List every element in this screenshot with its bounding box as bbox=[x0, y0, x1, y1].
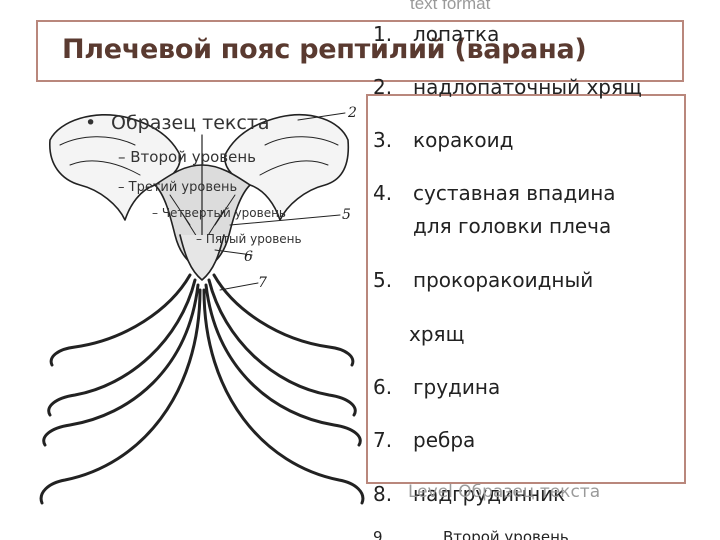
bullet-icon: • bbox=[85, 112, 97, 134]
level5-text: – Пятый уровень bbox=[196, 232, 302, 246]
figure-label: 2 bbox=[347, 105, 357, 121]
level4-text: – Четвертый уровень bbox=[152, 206, 286, 220]
level2-text: – Второй уровень bbox=[118, 148, 256, 166]
shoulder-girdle-figure: 2 5 6 7 bbox=[39, 105, 365, 505]
title-box[interactable] bbox=[36, 20, 684, 82]
text-format-placeholder: text format bbox=[410, 0, 491, 13]
figure-label: 6 bbox=[244, 249, 253, 265]
content-box[interactable] bbox=[366, 94, 686, 484]
figure-label: 7 bbox=[258, 275, 267, 291]
figure-label: 5 bbox=[342, 207, 351, 223]
level3-text: – Третий уровень bbox=[118, 180, 238, 195]
level1-text: Образец текста bbox=[111, 112, 270, 134]
slide-title[interactable]: Плечевой пояс рептилий (варана) bbox=[62, 34, 587, 65]
ghost-placeholder-text: Level Образец текста bbox=[408, 482, 601, 502]
